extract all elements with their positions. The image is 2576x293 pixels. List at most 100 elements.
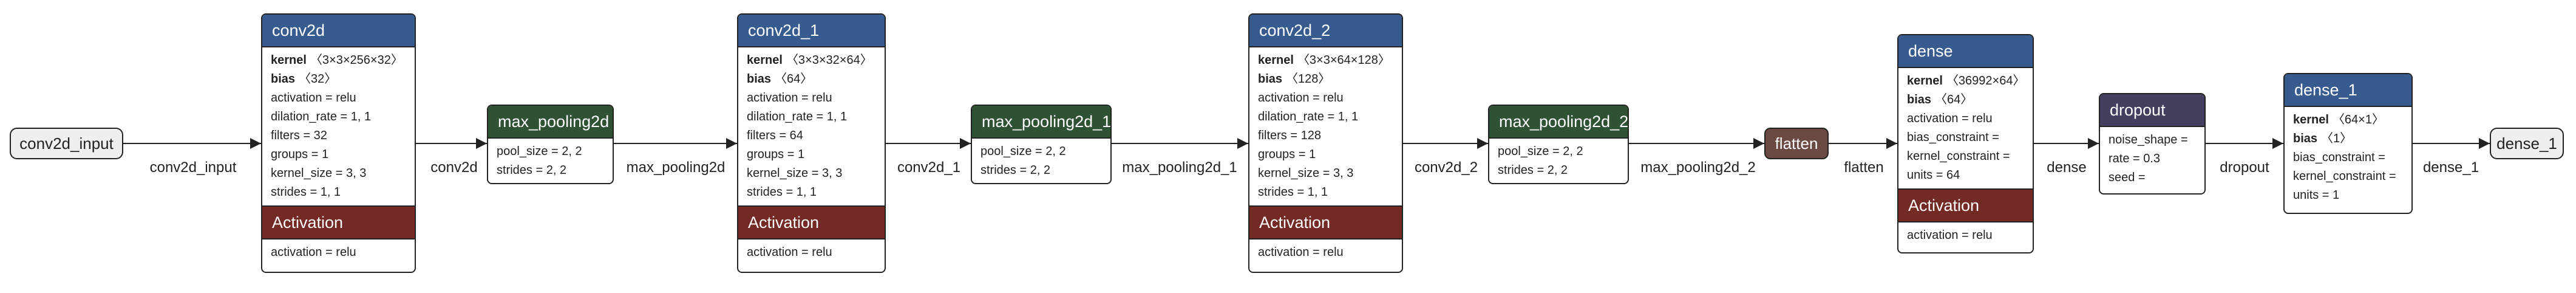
- conv2d-2-node-title: conv2d_2: [1249, 15, 1402, 47]
- flatten-node[interactable]: flatten: [1764, 128, 1829, 159]
- attribute-prop: pool_size = 2, 2: [1498, 145, 1583, 158]
- attribute-prop: pool_size = 2, 2: [497, 145, 582, 158]
- kernel-prop: kernel〈64×1〉: [2293, 113, 2384, 126]
- edge-label: conv2d_1: [897, 159, 961, 176]
- activation-props: activation = relu: [1898, 222, 2033, 249]
- conv2d-node[interactable]: conv2d kernel〈3×3×256×32〉 bias〈32〉 activ…: [261, 13, 416, 273]
- output-node[interactable]: dense_1: [2490, 128, 2564, 159]
- output-node-label: dense_1: [2496, 134, 2557, 153]
- kernel-prop: kernel〈3×3×32×64〉: [747, 53, 872, 67]
- bias-prop: bias〈1〉: [2293, 132, 2353, 145]
- attribute-prop: strides = 2, 2: [980, 164, 1051, 177]
- dropout-node[interactable]: dropout noise_shape = rate = 0.3 seed =: [2099, 93, 2206, 195]
- attribute-prop: kernel_constraint =: [1907, 150, 2010, 163]
- edge-label: max_pooling2d_2: [1640, 159, 1756, 176]
- activation-prop: activation = relu: [1907, 229, 1993, 242]
- edge-label: max_pooling2d: [626, 159, 726, 176]
- dropout-node-title: dropout: [2100, 94, 2204, 127]
- dense-1-node[interactable]: dense_1 kernel〈64×1〉 bias〈1〉 bias_constr…: [2283, 73, 2413, 214]
- bias-prop: bias〈64〉: [1907, 93, 1973, 106]
- max-pooling2d-1-node-title: max_pooling2d_1: [972, 106, 1110, 139]
- dense-1-node-props: kernel〈64×1〉 bias〈1〉 bias_constraint = k…: [2285, 107, 2411, 209]
- attribute-prop: units = 1: [2293, 188, 2340, 202]
- activation-prop: activation = relu: [271, 246, 356, 259]
- edge-label: dropout: [2220, 159, 2269, 176]
- attribute-prop: dilation_rate = 1, 1: [1258, 110, 1359, 123]
- activation-header: Activation: [1898, 188, 2033, 222]
- bias-prop: bias〈128〉: [1258, 72, 1331, 86]
- dense-node[interactable]: dense kernel〈36992×64〉 bias〈64〉 activati…: [1897, 34, 2034, 253]
- activation-header: Activation: [1249, 205, 1402, 240]
- attribute-prop: bias_constraint =: [1907, 131, 1999, 144]
- activation-header: Activation: [262, 205, 415, 240]
- attribute-prop: groups = 1: [747, 148, 805, 161]
- attribute-prop: strides = 1, 1: [747, 185, 817, 199]
- attribute-prop: bias_constraint =: [2293, 151, 2385, 164]
- edge-label: dense: [2047, 159, 2087, 176]
- max-pooling2d-2-node-title: max_pooling2d_2: [1489, 106, 1628, 139]
- max-pooling2d-node[interactable]: max_pooling2d pool_size = 2, 2 strides =…: [487, 105, 614, 184]
- dense-node-title: dense: [1898, 35, 2033, 68]
- kernel-prop: kernel〈3×3×64×128〉: [1258, 53, 1390, 67]
- attribute-prop: kernel_constraint =: [2293, 170, 2396, 183]
- edge-label: max_pooling2d_1: [1122, 159, 1237, 176]
- conv2d-node-title: conv2d: [262, 15, 415, 47]
- flatten-node-label: flatten: [1775, 134, 1818, 153]
- max-pooling2d-node-title: max_pooling2d: [488, 106, 613, 139]
- max-pooling2d-2-node[interactable]: max_pooling2d_2 pool_size = 2, 2 strides…: [1488, 105, 1629, 184]
- attribute-prop: rate = 0.3: [2109, 152, 2161, 165]
- max-pooling2d-1-node-props: pool_size = 2, 2 strides = 2, 2: [972, 139, 1110, 183]
- edge-label: flatten: [1844, 159, 1884, 176]
- dense-1-node-title: dense_1: [2285, 74, 2411, 107]
- conv2d-node-props: kernel〈3×3×256×32〉 bias〈32〉 activation =…: [262, 47, 415, 205]
- attribute-prop: units = 64: [1907, 168, 1960, 182]
- edge-label: conv2d_input: [149, 159, 237, 176]
- attribute-prop: filters = 32: [271, 129, 327, 142]
- attribute-prop: kernel_size = 3, 3: [747, 167, 843, 180]
- activation-props: activation = relu: [738, 240, 885, 266]
- attribute-prop: pool_size = 2, 2: [980, 145, 1066, 158]
- conv2d-2-node[interactable]: conv2d_2 kernel〈3×3×64×128〉 bias〈128〉 ac…: [1248, 13, 1403, 273]
- attribute-prop: activation = relu: [747, 91, 832, 105]
- activation-props: activation = relu: [262, 240, 415, 266]
- conv2d-1-node[interactable]: conv2d_1 kernel〈3×3×32×64〉 bias〈64〉 acti…: [737, 13, 886, 273]
- max-pooling2d-1-node[interactable]: max_pooling2d_1 pool_size = 2, 2 strides…: [971, 105, 1112, 184]
- activation-prop: activation = relu: [1258, 246, 1344, 259]
- attribute-prop: kernel_size = 3, 3: [1258, 167, 1354, 180]
- attribute-prop: strides = 2, 2: [1498, 164, 1568, 177]
- edge-label: dense_1: [2422, 159, 2479, 176]
- conv2d-1-node-props: kernel〈3×3×32×64〉 bias〈64〉 activation = …: [738, 47, 885, 205]
- attribute-prop: strides = 2, 2: [497, 164, 567, 177]
- attribute-prop: activation = relu: [271, 91, 356, 105]
- kernel-prop: kernel〈36992×64〉: [1907, 74, 2025, 88]
- dense-node-props: kernel〈36992×64〉 bias〈64〉 activation = r…: [1898, 68, 2033, 188]
- attribute-prop: filters = 128: [1258, 129, 1321, 142]
- max-pooling2d-2-node-props: pool_size = 2, 2 strides = 2, 2: [1489, 139, 1628, 183]
- attribute-prop: strides = 1, 1: [271, 185, 341, 199]
- attribute-prop: noise_shape =: [2109, 133, 2188, 146]
- activation-props: activation = relu: [1249, 240, 1402, 266]
- conv2d-2-node-props: kernel〈3×3×64×128〉 bias〈128〉 activation …: [1249, 47, 1402, 205]
- activation-header: Activation: [738, 205, 885, 240]
- attribute-prop: groups = 1: [271, 148, 329, 161]
- attribute-prop: activation = relu: [1907, 112, 1993, 125]
- attribute-prop: groups = 1: [1258, 148, 1316, 161]
- bias-prop: bias〈32〉: [271, 72, 337, 86]
- input-node[interactable]: conv2d_input: [10, 128, 123, 159]
- attribute-prop: seed =: [2109, 171, 2146, 184]
- attribute-prop: kernel_size = 3, 3: [271, 167, 367, 180]
- bias-prop: bias〈64〉: [747, 72, 813, 86]
- attribute-prop: activation = relu: [1258, 91, 1344, 105]
- edge-label: conv2d: [430, 159, 478, 176]
- input-node-label: conv2d_input: [19, 134, 114, 153]
- attribute-prop: strides = 1, 1: [1258, 185, 1328, 199]
- conv2d-1-node-title: conv2d_1: [738, 15, 885, 47]
- attribute-prop: filters = 64: [747, 129, 803, 142]
- edge-label: conv2d_2: [1414, 159, 1478, 176]
- activation-prop: activation = relu: [747, 246, 832, 259]
- kernel-prop: kernel〈3×3×256×32〉: [271, 53, 403, 67]
- attribute-prop: dilation_rate = 1, 1: [271, 110, 372, 123]
- max-pooling2d-node-props: pool_size = 2, 2 strides = 2, 2: [488, 139, 613, 183]
- dropout-node-props: noise_shape = rate = 0.3 seed =: [2100, 127, 2204, 191]
